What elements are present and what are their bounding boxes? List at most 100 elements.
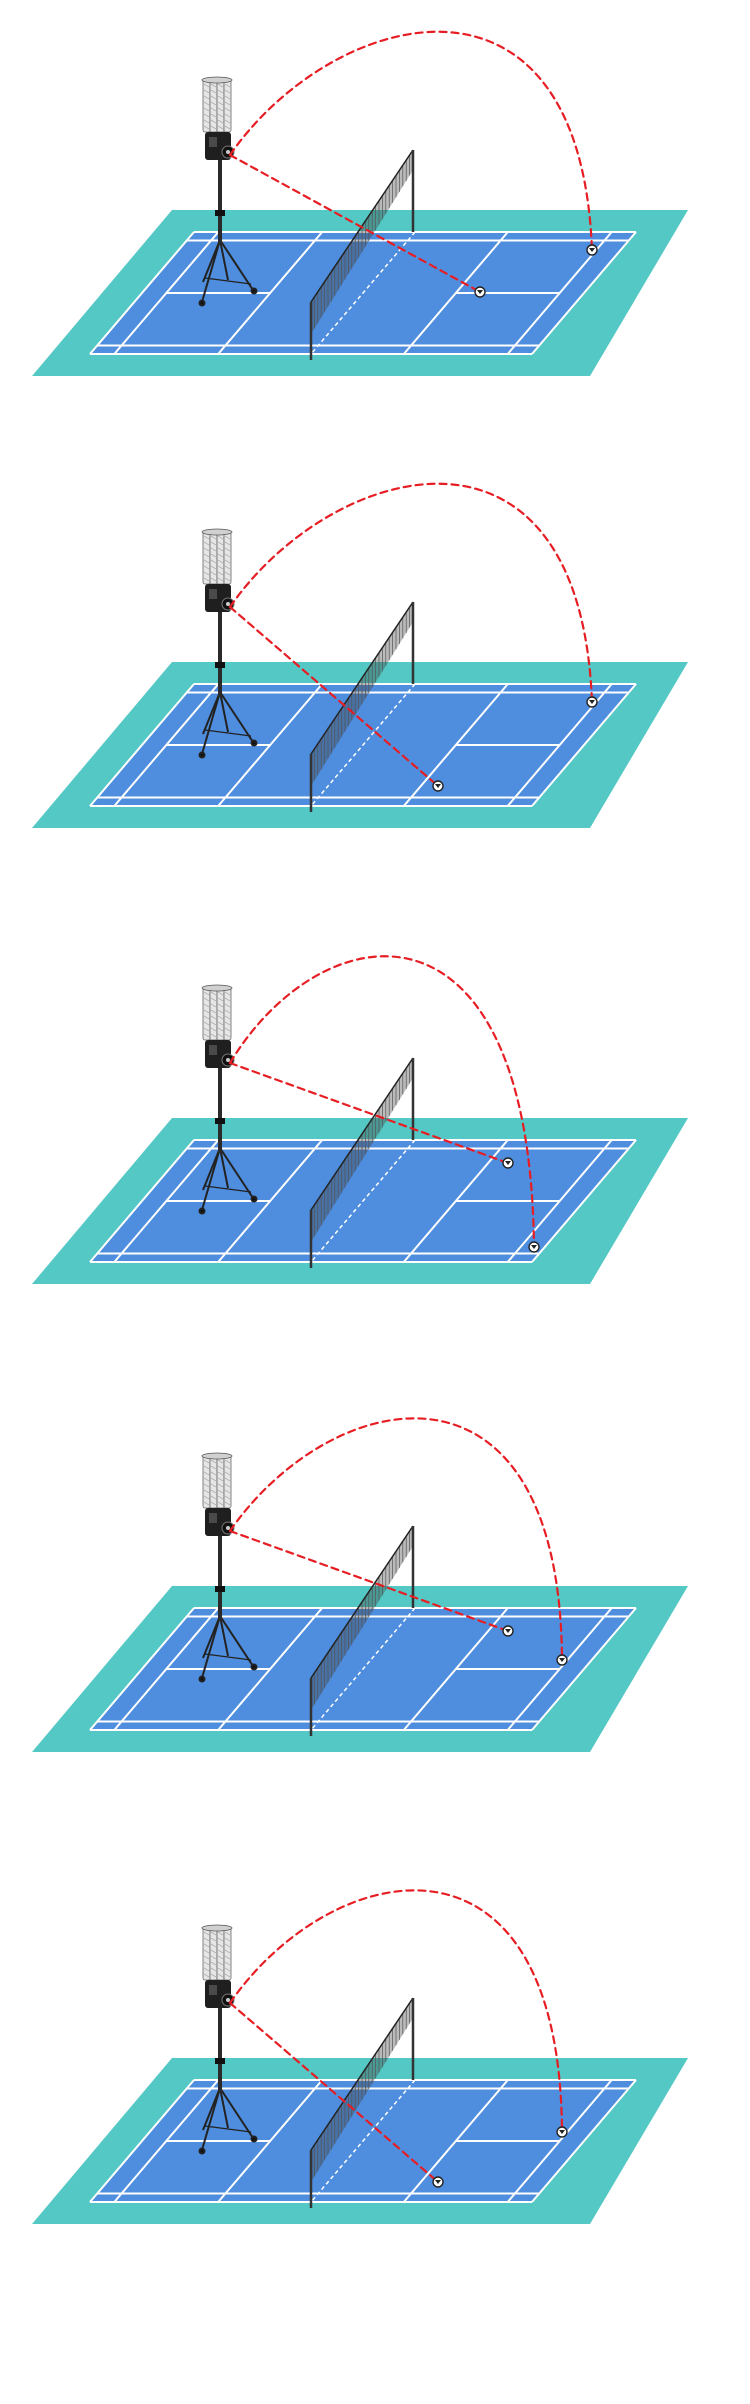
tube-shuttle [210,1477,217,1482]
trajectory-straight-back-mid [228,1061,510,1165]
tripod-leg [219,691,254,743]
tube-shuttle [210,1955,217,1960]
magazine-tube [209,1927,218,1981]
tube-shuttle [217,119,224,124]
trajectory-high-clear-mid-right [228,1417,564,1662]
tube-shuttle [203,541,210,546]
net-hatch [310,150,414,334]
boundary-left [89,2079,195,2203]
trajectory-drive-front-left [228,605,440,788]
tube-shuttle [224,1949,231,1954]
tube-shuttle [217,1955,224,1960]
shuttle-body [505,1161,511,1165]
tripod-legs [198,1147,258,1215]
tube-shuttle [224,1009,231,1014]
tripod-foot [250,287,258,295]
trajectory-high-clear-front-right [228,955,536,1249]
net-top-cord [310,601,414,755]
tripod-legs [198,691,258,759]
tube-shuttle [203,125,210,130]
tube-shuttle [210,83,217,88]
shuttle-body [435,2180,441,2184]
tripod-foot [198,2147,206,2155]
tube-shuttle [224,83,231,88]
trajectory-drive-front-left [228,2001,440,2184]
pole-clamp [215,2058,225,2064]
tube-shuttle [210,95,217,100]
tube-shuttle [224,125,231,130]
court [32,210,688,376]
tripod-leg [202,1615,221,1659]
net [309,1997,415,2208]
drill-diagram-2 [0,452,750,922]
magazine-cap [201,1924,233,1932]
tube-shuttle [203,1033,210,1038]
tube-shuttle [217,101,224,106]
tube-shuttle [210,107,217,112]
shuttlecock-launcher-icon [198,76,258,307]
pole-clamp [215,662,225,668]
shuttlecock-icon [586,244,598,256]
shuttle-magazine [201,528,233,585]
tube-shuttle [210,547,217,552]
tube-shuttle [217,577,224,582]
tube-shuttle [224,553,231,558]
tube-shuttle [203,1931,210,1936]
tube-shuttle [217,1961,224,1966]
tube-shuttle [210,119,217,124]
tube-shuttle [203,1967,210,1972]
magazine-cap [201,528,233,536]
launcher-hub [226,150,230,154]
magazine-tube [216,531,225,585]
tube-shuttle [203,1465,210,1470]
tube-shuttle [217,1477,224,1482]
shuttle-body [531,1245,537,1249]
tube-shuttle [217,83,224,88]
tube-shuttle [217,559,224,564]
tube-shuttle [203,1009,210,1014]
shuttle-body [559,2130,565,2134]
tube-shuttle [210,1027,217,1032]
tripod-leg [219,239,254,291]
tube-shuttle [217,541,224,546]
tube-shuttle [203,1477,210,1482]
tube-shuttle [210,565,217,570]
tube-shuttle [217,1937,224,1942]
tube-shuttle [203,553,210,558]
tube-shuttle [210,535,217,540]
shuttle-magazine [201,1924,233,1981]
drill-svg [32,30,688,376]
tube-shuttle [217,1471,224,1476]
tube-shuttle [217,1009,224,1014]
tube-shuttle [210,1471,217,1476]
tube-shuttle [203,1949,210,1954]
tripod-foot [250,1663,258,1671]
magazine-tube [223,1927,232,1981]
magazine-tube [216,987,225,1041]
tube-shuttle [217,553,224,558]
net-top-cord [310,1525,414,1679]
tube-shuttle [210,1495,217,1500]
tripod-leg [219,1147,254,1199]
tube-shuttle [203,101,210,106]
tube-shuttle [203,547,210,552]
tube-shuttle [203,991,210,996]
magazine-tube [223,79,232,133]
tripod-pole [218,1058,222,1153]
tube-shuttle [217,1973,224,1978]
tube-shuttle [217,571,224,576]
magazine-cap [201,984,233,992]
tube-shuttle [203,571,210,576]
tripod-leg [219,1147,229,1189]
net-line [310,1607,416,1731]
shuttle-body [589,248,595,252]
tube-shuttle [203,107,210,112]
tube-shuttle [224,991,231,996]
tripod-leg [219,691,229,733]
net-top-cord [310,1997,414,2151]
magazine-tube [223,1455,232,1509]
magazine-tube [202,531,211,585]
tripod-foot [198,299,206,307]
tube-shuttle [210,1009,217,1014]
tube-shuttle [217,113,224,118]
